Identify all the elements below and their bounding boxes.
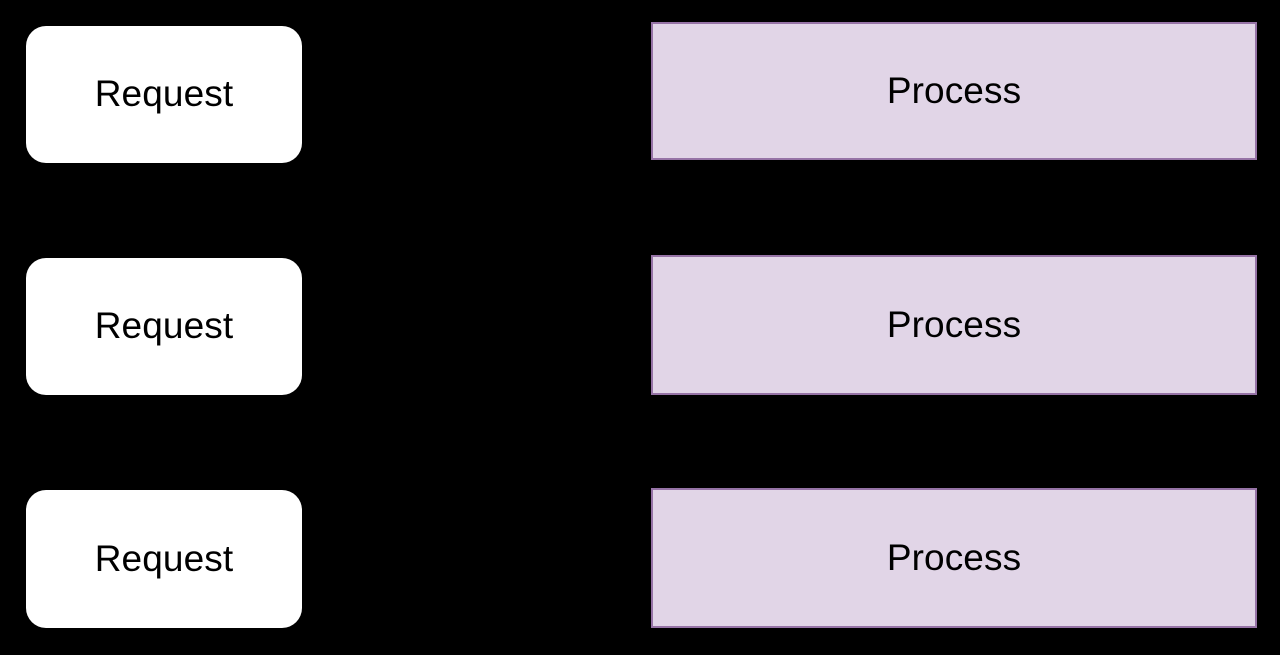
request-node-3[interactable]: Request (26, 490, 302, 628)
request-node-2[interactable]: Request (26, 258, 302, 395)
request-node-2-label: Request (94, 305, 234, 347)
process-node-1[interactable]: Process (651, 22, 1257, 160)
process-node-3-label: Process (886, 536, 1022, 578)
request-node-1[interactable]: Request (26, 26, 302, 163)
process-node-2[interactable]: Process (651, 255, 1257, 395)
request-node-1-label: Request (94, 73, 234, 115)
request-node-3-label: Request (94, 537, 234, 579)
process-node-2-label: Process (886, 303, 1022, 345)
process-node-3[interactable]: Process (651, 488, 1257, 628)
process-node-1-label: Process (886, 69, 1022, 111)
